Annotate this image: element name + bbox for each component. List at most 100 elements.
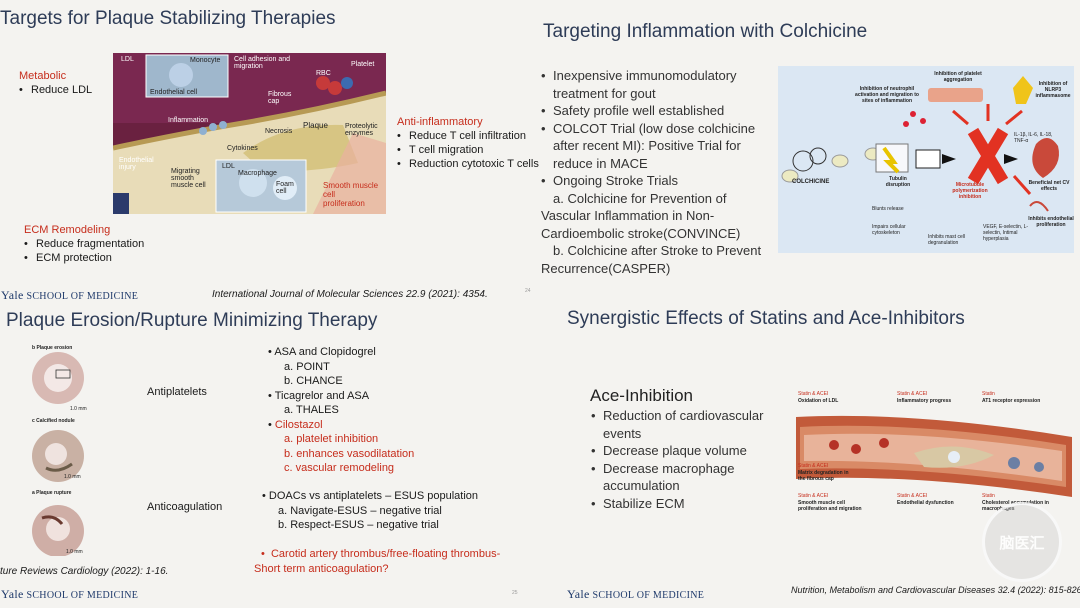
fig-label-colchicine: COLCHICINE: [792, 179, 830, 185]
anticoagulation-label: Anticoagulation: [147, 501, 223, 513]
fig-label-endothelial: Inhibits endothelial proliferation: [1028, 216, 1074, 228]
fig-label: AT1 receptor expression: [982, 398, 1041, 404]
list-item: a. Navigate-ESUS – negative trial: [278, 504, 442, 517]
fig-label-foam-cell: Foam cell: [276, 181, 294, 195]
panel-label-calcified: c Calcified nodule: [32, 418, 75, 424]
ace-bullet: Decrease macrophage accumulation: [591, 460, 771, 495]
colchicine-subitem: a. Colchicine for Prevention of Vascular…: [541, 190, 741, 241]
list-item: b. CHANCE: [284, 375, 343, 387]
fig-label: Matrix degradation in the fibrous cap: [798, 470, 849, 482]
fig-label: Statin & ACEI: [798, 463, 829, 469]
list-item: c. vascular remodeling: [284, 462, 395, 474]
fig-label-interleukins: IL-1β, IL-6, IL-18, TNF-α: [1014, 132, 1053, 144]
slide4-title: Synergistic Effects of Statins and Ace-I…: [567, 308, 965, 329]
slide1-title: Targets for Plaque Stabilizing Therapies: [0, 8, 336, 29]
colchicine-subitem: b. Colchicine after Stroke to Prevent Re…: [541, 243, 762, 276]
list-item: a. POINT: [284, 360, 330, 373]
ecm-item: Reduce fragmentation: [24, 237, 144, 251]
fig-label-vegf: VEGF, E-selectin, L-selectin, Intimal hy…: [983, 224, 1029, 242]
fig-label: Statin: [982, 493, 995, 499]
colchicine-bullet: Ongoing Stroke Trials: [541, 172, 771, 190]
ace-bullet: Reduction of cardiovascular events: [591, 407, 771, 442]
anti-inflammatory-item: Reduction cytotoxic T cells: [397, 157, 539, 171]
anticoagulation-list: • DOACs vs antiplatelets – ESUS populati…: [258, 489, 478, 533]
fig-label-proteolytic: Proteolytic enzymes: [345, 123, 378, 137]
plaque-figure-graphic: [112, 53, 387, 214]
slide2-title: Targeting Inflammation with Colchicine: [543, 21, 868, 42]
fig-label-endothelial-injury: Endothelial injury: [119, 157, 154, 171]
anti-inflammatory-item: T cell migration: [397, 143, 539, 157]
metabolic-heading: Metabolic: [19, 70, 67, 82]
fig-label-impairs: Impairs cellular cytoskeleton: [872, 224, 906, 236]
metabolic-item: Reduce LDL: [19, 83, 92, 97]
fig-label: Endothelial dysfunction: [897, 500, 954, 506]
fig-label-platelet: Platelet: [351, 61, 375, 68]
yale-logo: Yale SCHOOL OF MEDICINE: [1, 288, 139, 302]
plaque-histology-panels: b Plaque erosion 1.0 mm c Calcified nodu…: [28, 345, 108, 557]
slide-statins-ace: Synergistic Effects of Statins and Ace-I…: [540, 304, 1080, 608]
colchicine-bullet: Inexpensive immunomodulatory treatment f…: [541, 67, 771, 102]
anti-inflammatory-block: Anti-inflammatory Reduce T cell infiltra…: [397, 115, 539, 171]
fig-label: Statin & ACEI: [897, 391, 928, 397]
fig-label-plaque: Plaque: [303, 121, 328, 130]
colchicine-bullets: Inexpensive immunomodulatory treatment f…: [541, 67, 771, 277]
slide-plaque-stabilizing: Targets for Plaque Stabilizing Therapies…: [0, 0, 540, 304]
fig-label-endothelial-cell: Endothelial cell: [150, 89, 198, 96]
colchicine-figure-graphic: [778, 66, 1074, 253]
fig-label-migrating: Migrating smooth muscle cell: [171, 168, 206, 189]
slide1-page-number: 24: [525, 288, 531, 294]
slide3-page-number: 25: [512, 590, 518, 596]
fig-label: Statin: [982, 391, 995, 397]
fig-label: Inflammatory progress: [897, 398, 952, 404]
scale-label: 1.0 mm: [66, 549, 83, 555]
colchicine-figure: COLCHICINE Tubulin disruption Inhibition…: [778, 66, 1074, 253]
carotid-note: • Carotid artery thrombus/free-floating …: [254, 548, 501, 575]
watermark-logo: 脑医汇: [982, 502, 1062, 582]
list-item: b. enhances vasodilatation: [284, 447, 415, 460]
fig-label-cell-adhesion: Cell adhesion and migration: [234, 56, 291, 70]
fig-label-rbc: RBC: [316, 70, 331, 77]
metabolic-block: Metabolic Reduce LDL: [19, 69, 92, 97]
slide3-title: Plaque Erosion/Rupture Minimizing Therap…: [6, 310, 378, 331]
fig-label-ldl2: LDL: [222, 163, 235, 170]
plaque-figure: LDL Monocyte Endothelial cell Cell adhes…: [112, 53, 387, 214]
scale-label: 1.0 mm: [70, 406, 87, 412]
ace-bullets: Reduction of cardiovascular events Decre…: [591, 407, 771, 512]
list-item: a. platelet inhibition: [284, 433, 379, 445]
list-item: a. THALES: [284, 404, 339, 416]
yale-logo: Yale SCHOOL OF MEDICINE: [1, 587, 139, 601]
fig-label: Statin & ACEI: [798, 493, 829, 499]
fig-label: Smooth muscle cell proliferation and mig…: [798, 500, 862, 512]
antiplatelets-label: Antiplatelets: [147, 386, 207, 398]
anti-inflammatory-item: Reduce T cell infiltration: [397, 129, 539, 143]
fig-label-macrophage: Macrophage: [238, 170, 277, 177]
fig-label-smooth-prolif: Smooth muscle cell proliferation: [323, 181, 379, 208]
fig-label-tubulin: Tubulin disruption: [885, 176, 911, 188]
colchicine-bullet: COLCOT Trial (low dose colchicine after …: [541, 120, 771, 173]
list-item: • ASA and Clopidogrel: [268, 346, 376, 358]
antiplatelet-list: • ASA and Clopidogrel a. POINT b. CHANCE…: [258, 345, 414, 476]
scale-label: 1.0 mm: [64, 474, 81, 480]
ecm-block: ECM Remodeling Reduce fragmentation ECM …: [24, 223, 144, 265]
slide-plaque-erosion: Plaque Erosion/Rupture Minimizing Therap…: [0, 304, 540, 608]
anti-inflammatory-heading: Anti-inflammatory: [397, 116, 483, 128]
yale-logo: Yale SCHOOL OF MEDICINE: [567, 587, 705, 601]
list-item: • Ticagrelor and ASA: [268, 389, 370, 402]
panel-label-erosion: b Plaque erosion: [32, 345, 73, 351]
fig-label-mast: Inhibits mast cell degranulation: [928, 234, 965, 246]
list-item: • DOACs vs antiplatelets – ESUS populati…: [262, 490, 479, 502]
slide3-citation: ture Reviews Cardiology (2022): 1-16.: [0, 566, 169, 577]
fig-label: Oxidation of LDL: [798, 398, 839, 404]
list-item: b. Respect-ESUS – negative trial: [278, 519, 439, 531]
ace-bullet: Stabilize ECM: [591, 495, 771, 513]
ace-bullet: Decrease plaque volume: [591, 442, 771, 460]
slide1-citation: International Journal of Molecular Scien…: [212, 289, 488, 300]
fig-label: Statin & ACEI: [798, 391, 829, 397]
fig-label-nlrp3: Inhibition of NLRP3 inflammasome: [1035, 81, 1071, 99]
histology-graphic: [32, 352, 84, 557]
ecm-item: ECM protection: [24, 251, 144, 265]
ace-inhibition-heading: Ace-Inhibition: [590, 386, 694, 405]
fig-label-cytokines: Cytokines: [227, 145, 258, 152]
fig-label-beneficial: Beneficial net CV effects: [1028, 180, 1070, 192]
fig-label-platelet-agg: Inhibition of platelet aggregation: [934, 71, 982, 83]
